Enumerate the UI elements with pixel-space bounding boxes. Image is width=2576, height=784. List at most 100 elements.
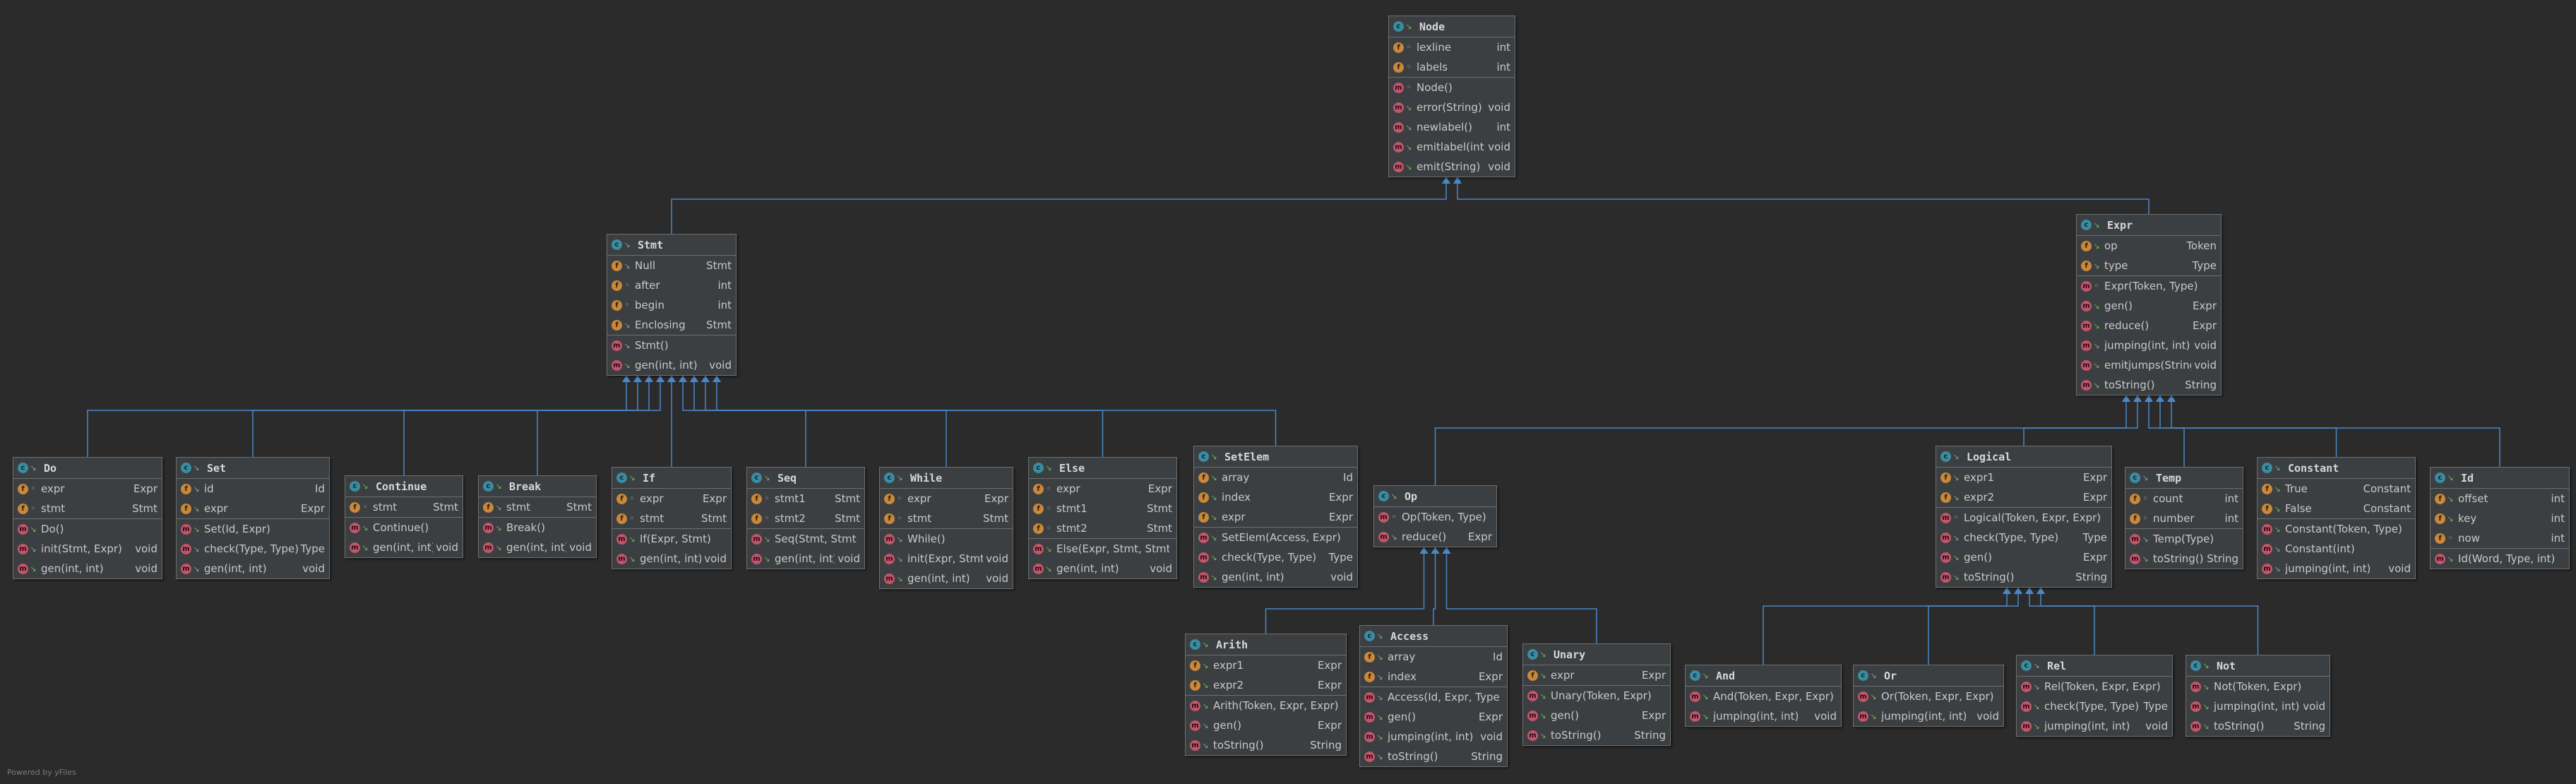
method-row[interactable]: m↘Break() xyxy=(479,518,596,537)
method-row[interactable]: m↘gen(int, int)void xyxy=(1194,567,1357,587)
method-row[interactable]: m↘gen(int, int)void xyxy=(177,559,329,578)
method-row[interactable]: m↘gen(int, int)void xyxy=(607,355,736,375)
method-row[interactable]: m↘And(Token, Expr, Expr) xyxy=(1686,687,1841,706)
method-row[interactable]: m↘Continue() xyxy=(345,518,463,537)
method-row[interactable]: m↘Constant(int) xyxy=(2258,539,2415,559)
method-row[interactable]: m↘init(Expr, Stmt)void xyxy=(880,549,1013,569)
method-row[interactable]: m↘newlabel()int xyxy=(1389,117,1515,137)
method-row[interactable]: m↘error(String)void xyxy=(1389,97,1515,117)
method-row[interactable]: m↘emit(String)void xyxy=(1389,157,1515,177)
method-row[interactable]: m↘jumping(int, int)void xyxy=(1360,727,1507,747)
method-row[interactable]: m↘gen()Expr xyxy=(1936,547,2111,567)
method-row[interactable]: m↘init(Stmt, Expr)void xyxy=(13,539,162,559)
method-row[interactable]: m↘gen(int, int)void xyxy=(479,537,596,557)
method-row[interactable]: m↘jumping(int, int)void xyxy=(1686,706,1841,726)
method-row[interactable]: m↘Access(Id, Expr, Type) xyxy=(1360,687,1507,707)
method-row[interactable]: m↘gen(int, int)void xyxy=(612,549,731,569)
method-row[interactable]: m↘emitjumps(String, int, int)void xyxy=(2077,355,2221,375)
method-row[interactable]: m↘check(Type, Type)Type xyxy=(2017,696,2172,716)
method-row[interactable]: m↘jumping(int, int)void xyxy=(2077,335,2221,355)
method-row[interactable]: m◦Expr(Token, Type) xyxy=(2077,276,2221,296)
method-row[interactable]: m↘jumping(int, int)void xyxy=(2017,716,2172,736)
method-row[interactable]: m↘reduce()Expr xyxy=(1374,527,1496,547)
method-row[interactable]: m↘While() xyxy=(880,529,1013,549)
method-row[interactable]: m↘Temp(Type) xyxy=(2125,529,2243,549)
method-row[interactable]: m↘toString()String xyxy=(2125,549,2243,569)
method-row[interactable]: m↘gen(int, int)void xyxy=(880,569,1013,588)
method-row[interactable]: m↘check(Type, Type)Type xyxy=(177,539,329,559)
method-row[interactable]: m↘gen()Expr xyxy=(1523,706,1670,725)
method-row[interactable]: m↘toString()String xyxy=(1523,725,1670,745)
method-row[interactable]: m↘Or(Token, Expr, Expr) xyxy=(1854,687,2003,706)
method-row[interactable]: m↘Else(Expr, Stmt, Stmt) xyxy=(1029,539,1176,559)
method-row[interactable]: m↘Arith(Token, Expr, Expr) xyxy=(1186,696,1346,715)
method-row[interactable]: m↘SetElem(Access, Expr) xyxy=(1194,528,1357,547)
method-row[interactable]: m↘Id(Word, Type, int) xyxy=(2431,549,2569,569)
method-row[interactable]: m↘toString()String xyxy=(1186,735,1346,755)
method-row[interactable]: m↘check(Type, Type)Type xyxy=(1936,528,2111,547)
method-row[interactable]: m↘gen()Expr xyxy=(1360,707,1507,727)
method-row[interactable]: m◦Op(Token, Type) xyxy=(1374,507,1496,527)
method-row[interactable]: m↘gen(int, int)void xyxy=(345,537,463,557)
method-row[interactable]: m↘reduce()Expr xyxy=(2077,316,2221,335)
method-row[interactable]: m↘Unary(Token, Expr) xyxy=(1523,686,1670,706)
method-row[interactable]: m↘check(Type, Type)Type xyxy=(1194,547,1357,567)
method-row[interactable]: m↘Do() xyxy=(13,519,162,539)
method-row[interactable]: m↘jumping(int, int)void xyxy=(2258,559,2415,578)
method-row[interactable]: m↘jumping(int, int)void xyxy=(1854,706,2003,726)
method-row[interactable]: m↘Seq(Stmt, Stmt) xyxy=(747,529,864,549)
method-row[interactable]: m↘gen()Expr xyxy=(1186,715,1346,735)
method-row[interactable]: m↘gen(int, int)void xyxy=(13,559,162,578)
method-row[interactable]: m↘gen(int, int)void xyxy=(1029,559,1176,578)
